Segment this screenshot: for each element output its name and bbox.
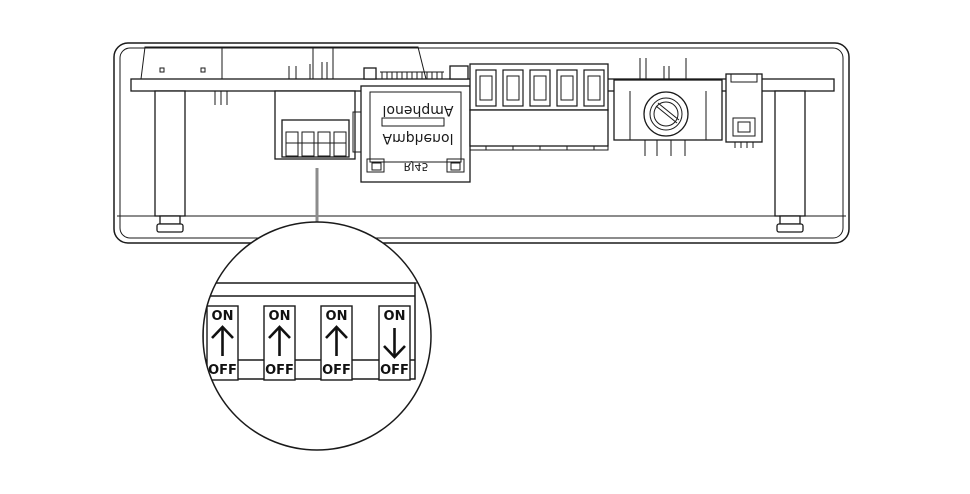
dip-switch-2: ON OFF [263, 305, 296, 381]
rj45-port-label: RJ45 [404, 160, 429, 173]
terminal-slot [475, 69, 497, 107]
dip-switch-4: ON OFF [378, 305, 411, 381]
dip-switch-3: ON OFF [320, 305, 353, 381]
dip-on-label: ON [326, 309, 348, 324]
connector-brand-text-mirrored: Amphenol [383, 102, 454, 118]
side-connector [725, 73, 763, 148]
connector-brand-text: Amphenol [383, 130, 454, 146]
terminal-slot-inner [479, 75, 493, 101]
terminal-slot [502, 69, 524, 107]
dip-off-label: OFF [208, 363, 237, 378]
arrow-up-icon [325, 325, 348, 339]
dip-switch-1: ON OFF [206, 305, 239, 381]
terminal-block [469, 63, 609, 151]
magnifier: ON OFF ON OFF ON OFF ON OFF [202, 221, 432, 451]
terminal-slot-inner [587, 75, 601, 101]
dip-on-label: ON [212, 309, 234, 324]
dip-switch-block [274, 90, 356, 160]
dip-on-label: ON [269, 309, 291, 324]
device-enclosure [113, 42, 850, 244]
dip-off-label: OFF [265, 363, 294, 378]
arrow-up-icon [211, 325, 234, 339]
terminal-slot [529, 69, 551, 107]
terminal-slot-inner [506, 75, 520, 101]
terminal-slot [583, 69, 605, 107]
arrow-up-icon [268, 325, 291, 339]
dip-off-label: OFF [380, 363, 409, 378]
arrow-down-icon [383, 345, 406, 359]
dip-off-label: OFF [322, 363, 351, 378]
left-support [154, 90, 186, 233]
potentiometer [613, 58, 723, 156]
terminal-slot [556, 69, 578, 107]
terminal-slot-inner [533, 75, 547, 101]
dip-on-label: ON [384, 309, 406, 324]
terminal-slot-inner [560, 75, 574, 101]
rj45-connector: Amphenol Amphenol RJ45 [352, 85, 471, 183]
right-support [774, 90, 806, 233]
